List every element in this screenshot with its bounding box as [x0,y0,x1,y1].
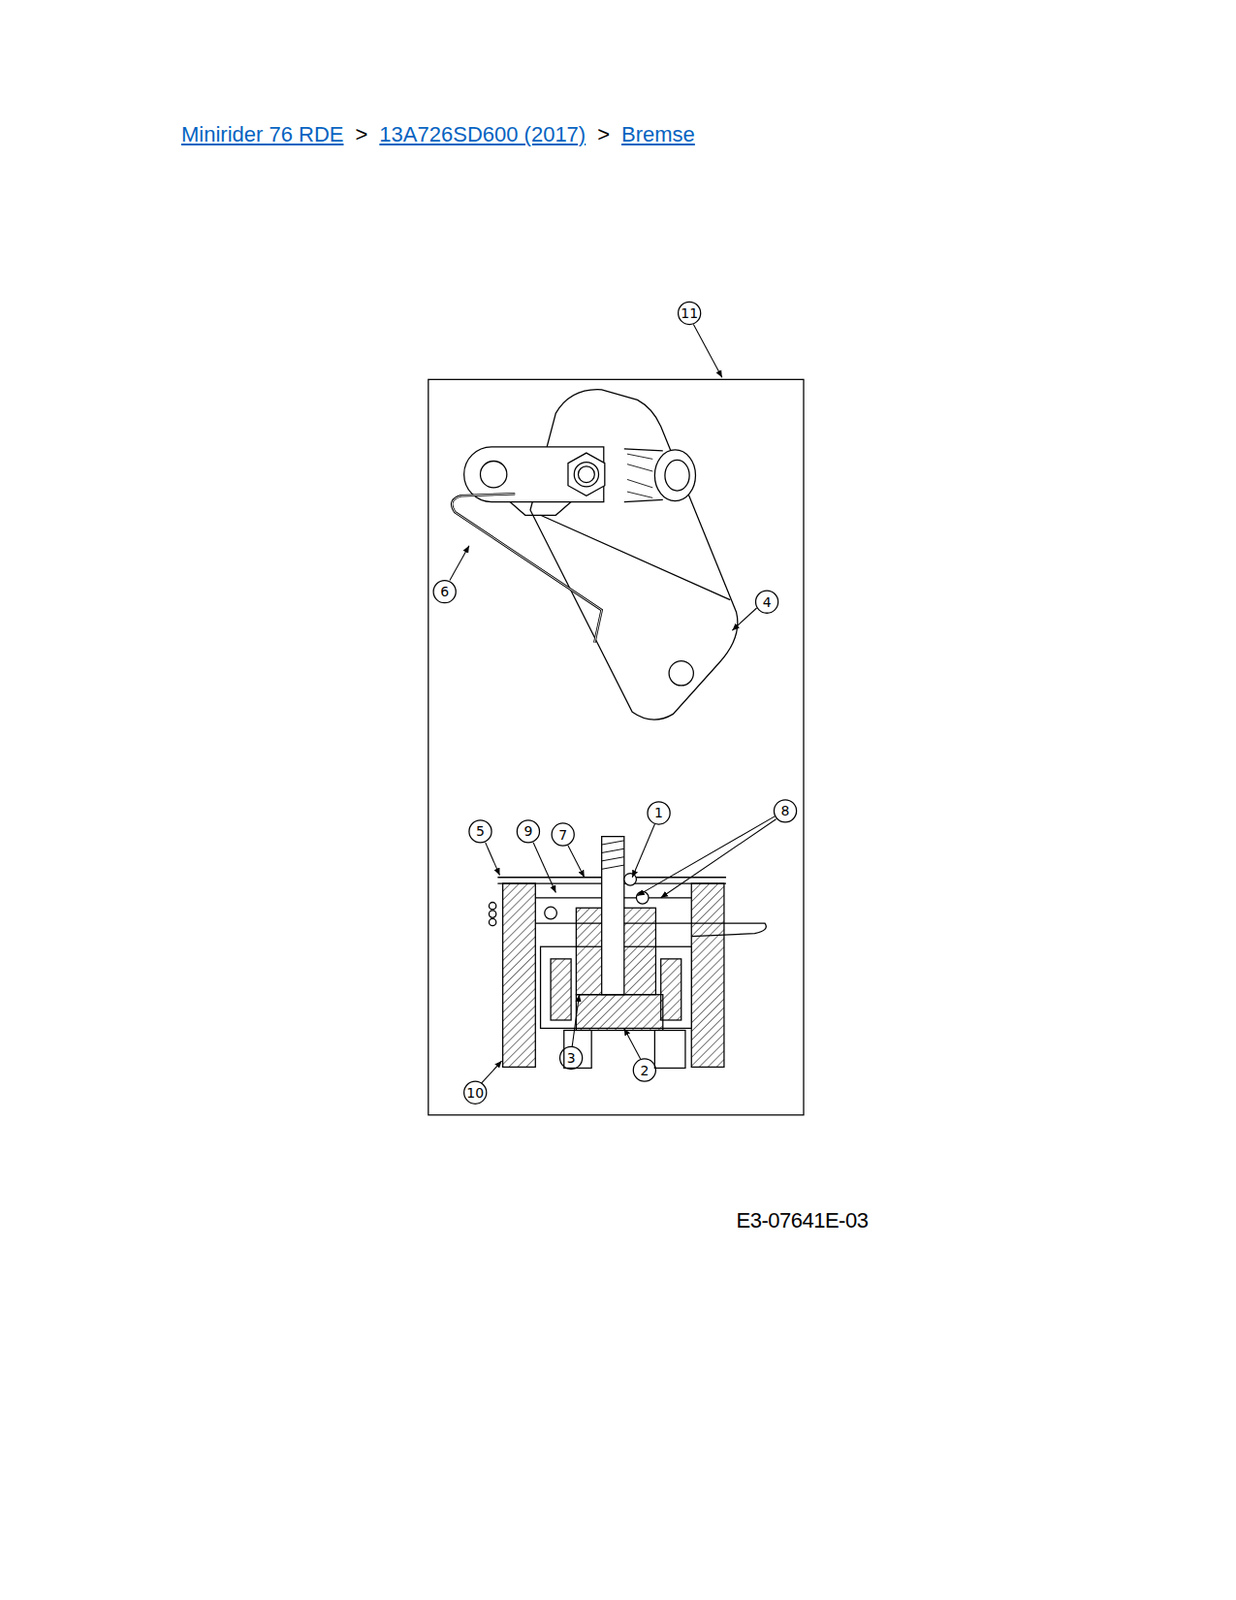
bolt [577,466,595,483]
spring-rod [451,493,603,643]
callout-number: 8 [781,803,791,818]
callout-number: 6 [440,584,449,599]
bracket-plate [530,389,738,721]
arm-lower [509,502,571,516]
drawing-number: E3-07641E-03 [736,1207,869,1234]
left-flange [503,883,537,1067]
callout-number: 7 [558,827,568,842]
hole [668,661,694,686]
callout-number: 9 [523,824,533,838]
callout-number: 4 [762,595,772,609]
frame [428,379,804,1114]
breadcrumb-separator: > [597,122,610,148]
callout-number: 5 [475,824,485,838]
breadcrumb: Minirider 76 RDE >13A726SD600 (2017) > Brem… [181,122,696,148]
breadcrumb-separator: > [355,122,369,148]
roller-bore [665,459,690,491]
callout-number: 10 [466,1085,484,1100]
leader-lines [449,324,777,1084]
roller [654,449,696,502]
callout-number: 11 [680,306,698,320]
nut-bore [573,462,599,487]
center-bolt [602,836,625,995]
breadcrumb-link: 13A726SD600 (2017) [379,122,586,148]
callout-number: 3 [567,1050,576,1065]
right-flange [691,883,725,1067]
foot [654,1030,686,1069]
hex-nut [568,452,605,496]
breadcrumb-link: Bremse [621,122,696,148]
breadcrumb-link: Minirider 76 RDE [181,122,345,148]
block-2 [575,994,663,1031]
arm-hole [479,461,507,488]
callout-number: 2 [639,1063,649,1078]
callout-circles [433,301,797,1104]
callout-number: 1 [654,805,664,820]
